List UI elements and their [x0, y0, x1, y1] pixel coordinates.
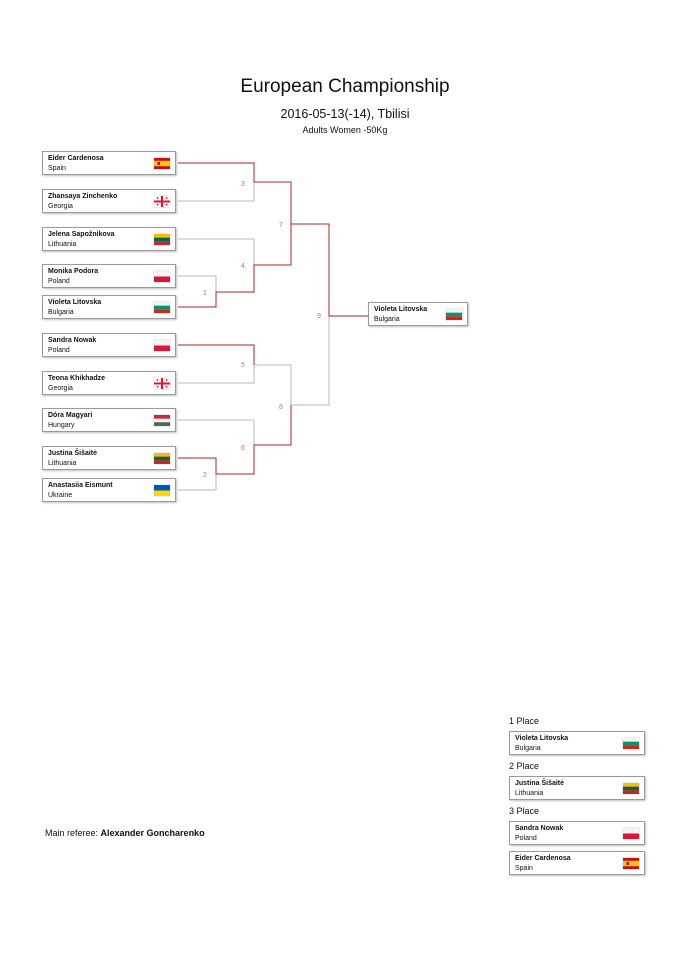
competitor-country: Bulgaria — [48, 309, 74, 316]
lithuania-flag-icon — [154, 453, 170, 464]
first-place-country: Bulgaria — [515, 745, 541, 752]
competitor-country: Ukraine — [48, 492, 73, 499]
georgia-flag-icon — [154, 196, 170, 207]
competitor-country: Poland — [48, 347, 70, 354]
competitor-name: Teona Khikhadze — [48, 375, 106, 382]
match-number-1: 1 — [203, 290, 207, 297]
third-place-label: 3 Place — [509, 806, 540, 816]
event-subtitle: 2016-05-13(-14), Tbilisi — [280, 107, 410, 121]
competitor-name: Anastasiia Eismunt — [48, 482, 113, 489]
match-number-9: 9 — [317, 313, 321, 320]
competitor-name: Monika Podora — [48, 268, 99, 275]
match-number-4: 4 — [241, 263, 245, 270]
first-place-name: Violeta Litovska — [515, 735, 569, 742]
competitor-card: Anastasiia Eismunt Ukraine — [42, 478, 176, 502]
second-place-card: Justina Šišaitė Lithuania — [509, 776, 645, 800]
competitor-card: Sandra Nowak Poland — [42, 333, 176, 357]
competitor-country: Spain — [48, 165, 66, 172]
competitor-card: Monika Podora Poland — [42, 264, 176, 288]
competitor-name: Dóra Magyari — [48, 412, 93, 419]
competitor-card: Violeta Litovska Bulgaria — [42, 295, 176, 319]
poland-flag-icon — [154, 271, 170, 282]
winner-name: Violeta Litovska — [374, 306, 428, 313]
competitor-name: Zhansaya Zinchenko — [48, 193, 118, 200]
bulgaria-flag-icon — [623, 738, 639, 749]
competitor-card: Eider Cardenosa Spain — [42, 151, 176, 175]
competitor-country: Hungary — [48, 422, 75, 429]
competitor-name: Jelena Sapožnikova — [48, 231, 115, 238]
third-place-country: Poland — [515, 835, 537, 842]
competitor-country: Lithuania — [48, 241, 77, 248]
referee-name: Alexander Goncharenko — [100, 828, 205, 838]
competitor-card: Teona Khikhadze Georgia — [42, 371, 176, 395]
third-place-name: Sandra Nowak — [515, 825, 564, 832]
match-number-5: 5 — [241, 362, 245, 369]
second-place-name: Justina Šišaitė — [515, 780, 565, 787]
georgia-flag-icon — [154, 378, 170, 389]
match-number-8: 8 — [279, 404, 283, 411]
lithuania-flag-icon — [623, 783, 639, 794]
competitor-name: Eider Cardenosa — [48, 155, 104, 162]
competitor-country: Georgia — [48, 385, 73, 392]
third-place-country: Spain — [515, 865, 533, 872]
match-number-3: 3 — [241, 181, 245, 188]
bulgaria-flag-icon — [446, 309, 462, 320]
bulgaria-flag-icon — [154, 302, 170, 313]
competitor-name: Sandra Nowak — [48, 337, 97, 344]
referee-label: Main referee: — [45, 828, 101, 838]
competitor-name: Violeta Litovska — [48, 299, 102, 306]
spain-flag-icon — [154, 158, 170, 169]
poland-flag-icon — [623, 828, 639, 839]
spain-flag-icon — [623, 858, 639, 869]
poland-flag-icon — [154, 340, 170, 351]
hungary-flag-icon — [154, 415, 170, 426]
weight-category: Adults Women -50Kg — [302, 125, 388, 135]
match-number-2: 2 — [203, 472, 207, 479]
match-number-6: 6 — [241, 445, 245, 452]
competitor-card: Dóra Magyari Hungary — [42, 408, 176, 432]
second-place-label: 2 Place — [509, 761, 540, 771]
third-place-name: Eider Cardenosa — [515, 855, 571, 862]
second-place-country: Lithuania — [515, 790, 544, 797]
main-referee: Main referee: Alexander Goncharenko — [45, 828, 205, 838]
winner-card: Violeta Litovska Bulgaria — [368, 302, 468, 326]
competitor-card: Jelena Sapožnikova Lithuania — [42, 227, 176, 251]
competitor-country: Georgia — [48, 203, 73, 210]
third-place-card: Sandra Nowak Poland — [509, 821, 645, 845]
first-place-card: Violeta Litovska Bulgaria — [509, 731, 645, 755]
competitor-country: Lithuania — [48, 460, 77, 467]
competitor-country: Poland — [48, 278, 70, 285]
lithuania-flag-icon — [154, 234, 170, 245]
match-number-7: 7 — [279, 222, 283, 229]
page-title: European Championship — [240, 76, 450, 97]
winner-country: Bulgaria — [374, 316, 400, 323]
first-place-label: 1 Place — [509, 716, 540, 726]
competitor-card: Zhansaya Zinchenko Georgia — [42, 189, 176, 213]
competitor-card: Justina Šišaitė Lithuania — [42, 446, 176, 470]
ukraine-flag-icon — [154, 485, 170, 496]
third-place-card: Eider Cardenosa Spain — [509, 851, 645, 875]
competitor-name: Justina Šišaitė — [48, 450, 98, 457]
